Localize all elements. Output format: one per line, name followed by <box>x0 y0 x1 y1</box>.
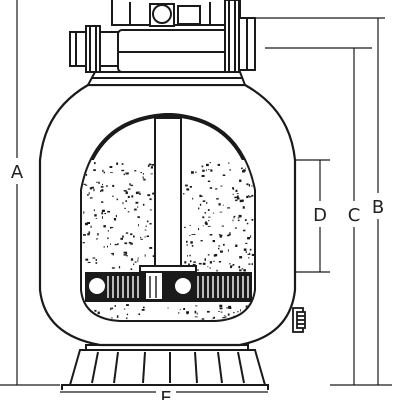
tank-collar <box>86 71 247 86</box>
label-a: A <box>11 162 24 183</box>
label-b: B <box>372 197 384 218</box>
sand-flecks <box>82 162 254 320</box>
valve-handle-knob <box>152 4 172 24</box>
label-c: C <box>348 205 361 226</box>
lateral-manifold <box>85 265 252 302</box>
multiport-valve <box>69 0 256 73</box>
lateral-end-right <box>173 276 193 296</box>
label-d: D <box>313 205 327 226</box>
lateral-end-left <box>87 276 107 296</box>
drain-plug <box>292 307 306 333</box>
label-e: E <box>160 388 171 400</box>
standpipe <box>154 117 182 269</box>
filter-base <box>61 344 269 390</box>
